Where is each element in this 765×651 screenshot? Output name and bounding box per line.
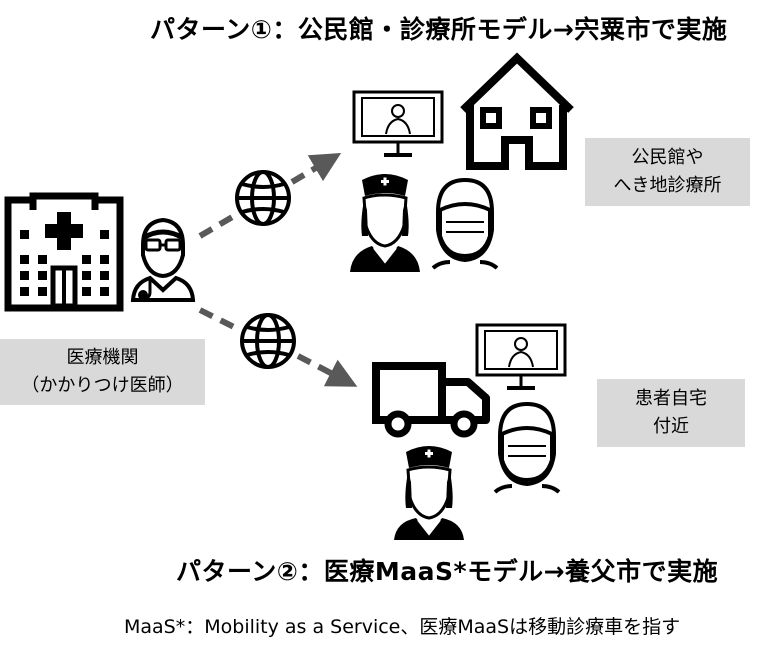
truck-icon [372,362,490,438]
home-label-box: 患者自宅 付近 [597,379,745,447]
masked-patient-icon [493,401,561,494]
nurse-icon [350,174,420,272]
globe-icon [240,313,296,369]
clinic-label-line2: へき地診療所 [613,175,722,196]
pattern1-title: パターン①：公民館・診療所モデル→宍粟市で実施 [150,15,728,44]
clinic-label-box: 公民館や へき地診療所 [585,138,750,206]
nurse-icon [394,446,464,540]
clinic-label-line1: 公民館や [631,147,704,168]
house-icon [460,52,574,170]
monitor-doctor-icon [475,323,567,390]
hospital-label-box: 医療機関 （かかりつけ医師） [0,339,205,405]
hospital-label-line2: （かかりつけ医師） [21,375,184,396]
hospital-building-icon [4,192,124,312]
hospital-label-line1: 医療機関 [66,347,139,368]
masked-patient-icon [431,177,499,270]
pattern2-title: パターン②：医療MaaS*モデル→養父市で実施 [176,557,719,586]
arrow-upper [198,152,342,239]
monitor-doctor-icon [352,90,444,157]
doctor-icon [130,217,196,302]
home-label-line1: 患者自宅 [635,388,707,409]
footnote: MaaS*：Mobility as a Service、医療MaaSは移動診療車… [124,616,681,638]
home-label-line2: 付近 [653,416,689,437]
globe-icon [235,170,291,226]
arrow-lower [198,307,358,387]
